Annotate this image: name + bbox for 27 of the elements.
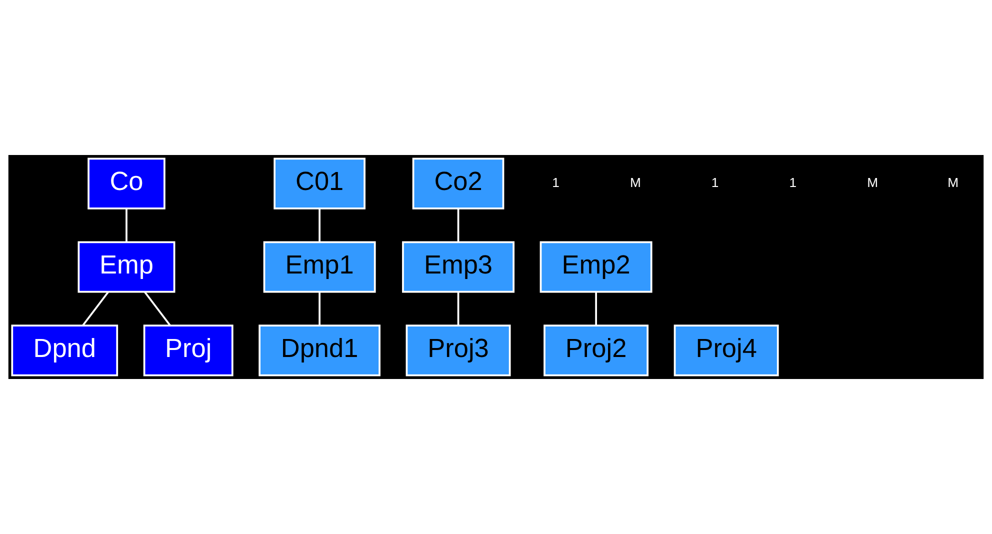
connector [126, 208, 128, 242]
label: M [630, 175, 641, 190]
label: 1 [711, 175, 719, 190]
node-box: C01 [274, 158, 366, 210]
node-box: Proj3 [406, 324, 511, 376]
label: M [867, 175, 878, 190]
node-box: Proj [143, 324, 234, 376]
node-box: Emp [78, 241, 176, 293]
node-box: Emp3 [402, 241, 515, 293]
label: 1 [789, 175, 797, 190]
node-box: Emp2 [540, 241, 652, 293]
node-box: Proj4 [674, 324, 779, 376]
node-box: Emp1 [263, 241, 376, 293]
connector [595, 292, 597, 326]
connector [457, 292, 460, 326]
connector [457, 208, 460, 242]
connector [144, 291, 171, 326]
label: M [948, 175, 959, 190]
connector [318, 292, 320, 326]
node-box: Co [88, 158, 166, 210]
label: 1 [552, 175, 560, 190]
node-box: Co2 [412, 158, 504, 210]
node-box: Proj2 [544, 324, 649, 376]
node-box: Dpnd [11, 324, 118, 376]
connector [82, 291, 110, 326]
connector [318, 208, 320, 242]
node-box: Dpnd1 [258, 324, 380, 376]
